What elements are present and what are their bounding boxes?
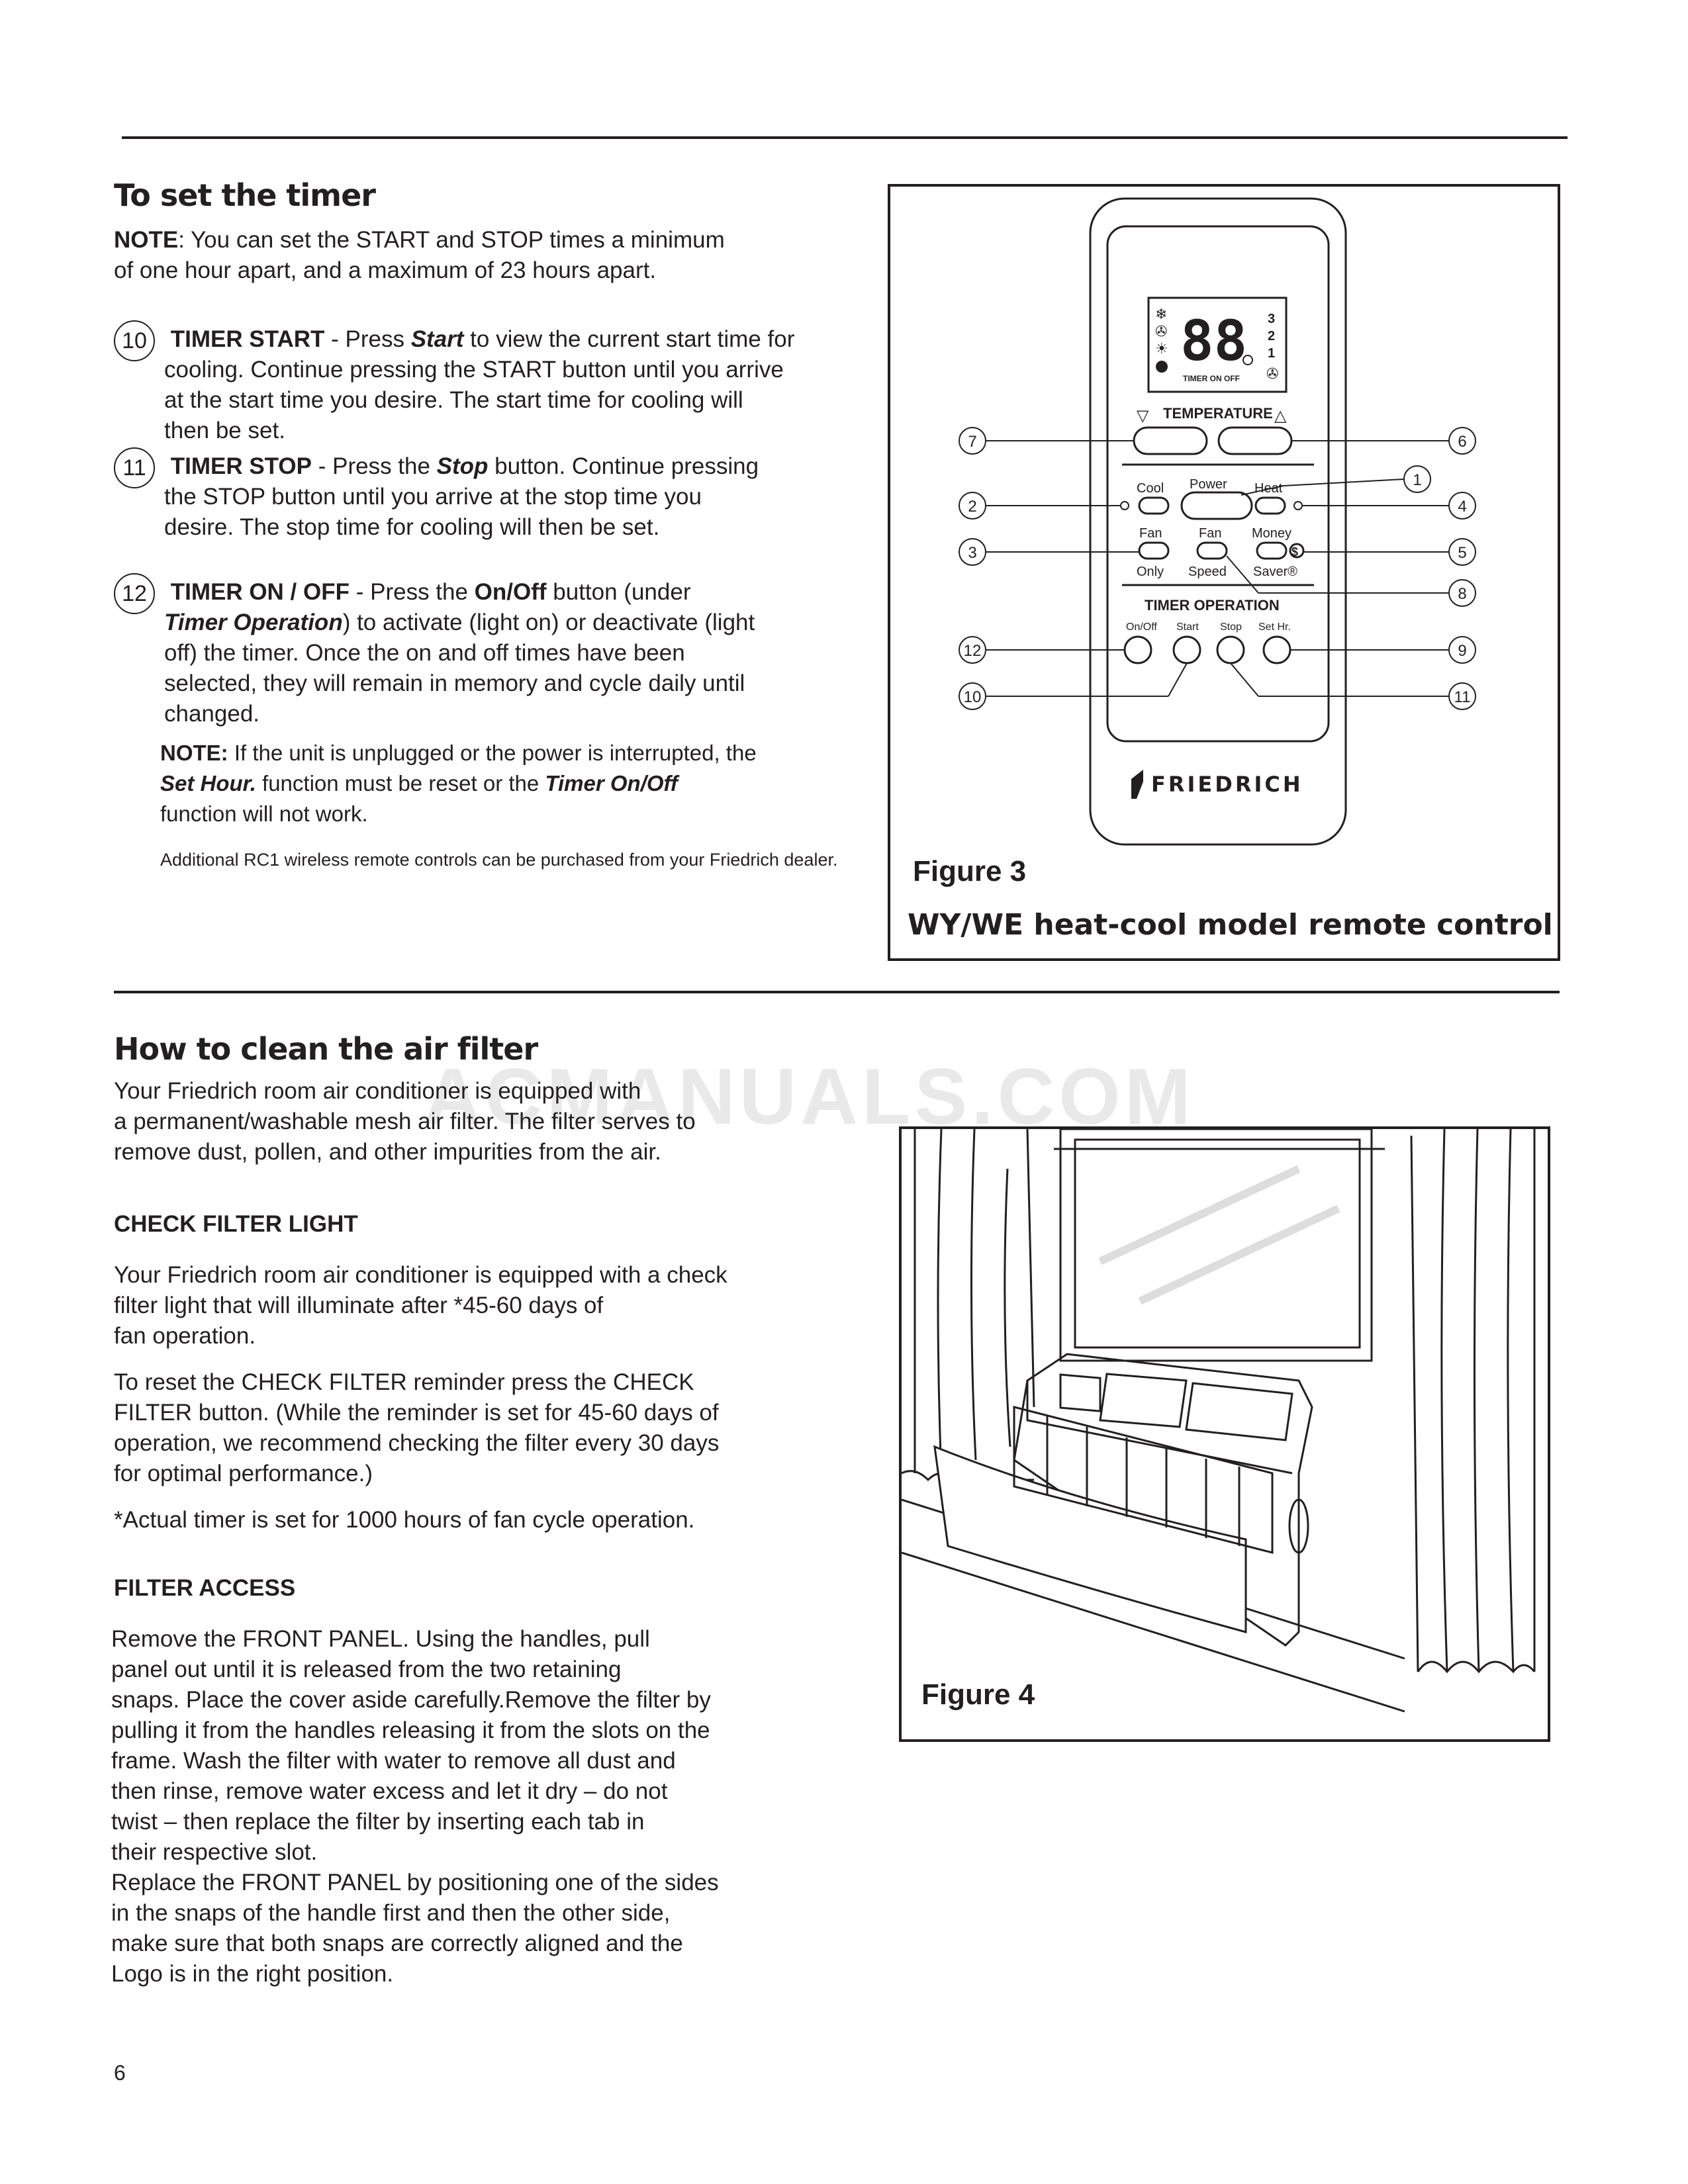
note2-line3: function will not work. <box>160 801 368 826</box>
callout-12: 12 <box>964 642 982 660</box>
svg-text:Fan: Fan <box>1139 526 1162 541</box>
callout-11-badge: 11 <box>114 447 155 488</box>
timer-stop-line: desire. The stop time for cooling will t… <box>164 514 660 540</box>
temperature-label: TEMPERATURE <box>1163 405 1273 422</box>
stop-button-ref: Stop <box>436 453 489 479</box>
timer-heading: To set the timer <box>114 177 376 213</box>
callout-6: 6 <box>1458 433 1466 451</box>
callout-9: 9 <box>1458 642 1466 660</box>
remote-control-illustration: ❄ ✇ ☀ 88 3 2 1 TIMER ON OFF ✇ ▽ TEMPERAT… <box>959 197 1476 846</box>
note2-label: NOTE: <box>160 741 228 765</box>
svg-text:Power: Power <box>1190 477 1227 492</box>
timer-stop-intro: - Press the <box>312 453 437 479</box>
callout-10: 10 <box>964 688 982 706</box>
svg-text:TIMER ON OFF: TIMER ON OFF <box>1183 374 1240 383</box>
timer-onoff-line2: ) to activate (light on) or deactivate (… <box>342 610 755 635</box>
timer-start-intro: - Press <box>324 326 411 352</box>
callout-5: 5 <box>1458 544 1466 562</box>
timer-start-line: at the start time you desire. The start … <box>164 387 743 413</box>
timer-onoff-line: selected, they will remain in memory and… <box>164 670 745 696</box>
timer-onoff-item: TIMER ON / OFF - Press the On/Off button… <box>164 577 755 729</box>
figure-3-label: Figure 3 <box>913 855 1027 887</box>
additional-remotes-note: Additional RC1 wireless remote controls … <box>160 850 838 870</box>
svg-text:Speed: Speed <box>1188 565 1227 579</box>
timer-onoff-rest: button (under <box>546 579 691 605</box>
svg-text:Start: Start <box>1176 621 1199 633</box>
timer-onoff-intro: - Press the <box>350 579 475 605</box>
display-digits: 88 <box>1180 308 1247 373</box>
note-line2: of one hour apart, and a maximum of 23 h… <box>114 257 657 283</box>
filter-access-paragraph: Remove the FRONT PANEL. Using the handle… <box>111 1626 719 1987</box>
timer-operation-ref: Timer Operation <box>164 610 343 635</box>
note2-line1: If the unit is unplugged or the power is… <box>228 741 757 765</box>
onoff-button-ref: On/Off <box>474 579 547 605</box>
svg-text:Saver®: Saver® <box>1253 565 1297 579</box>
svg-text:On/Off: On/Off <box>1126 621 1157 633</box>
timer-note2: NOTE: If the unit is unplugged or the po… <box>160 738 757 829</box>
callout-8: 8 <box>1458 585 1466 603</box>
figure-3-frame: ❄ ✇ ☀ 88 3 2 1 TIMER ON OFF ✇ ▽ TEMPERAT… <box>888 184 1560 961</box>
callout-4: 4 <box>1458 498 1466 516</box>
svg-text:Cool: Cool <box>1137 481 1164 496</box>
svg-text:✇: ✇ <box>1155 324 1167 340</box>
timer-start-line: then be set. <box>164 418 285 443</box>
timer-start-rest: to view the current start time for <box>463 326 795 352</box>
svg-text:△: △ <box>1274 406 1287 425</box>
set-hour-ref: Set Hour. <box>160 771 256 796</box>
svg-text:Only: Only <box>1137 565 1164 579</box>
air-conditioner-illustration <box>902 1129 1536 1713</box>
filter-intro: Your Friedrich room air conditioner is e… <box>114 1078 696 1165</box>
svg-text:1: 1 <box>1268 346 1275 361</box>
figure-4-label: Figure 4 <box>921 1678 1035 1711</box>
check-filter-p2: To reset the CHECK FILTER reminder press… <box>114 1369 720 1486</box>
timer-start-line: cooling. Continue pressing the START but… <box>164 357 784 383</box>
svg-text:Fan: Fan <box>1199 526 1221 541</box>
svg-text:$: $ <box>1291 545 1298 559</box>
svg-text:Set Hr.: Set Hr. <box>1258 621 1291 633</box>
svg-text:✇: ✇ <box>1266 366 1278 383</box>
svg-text:❄: ❄ <box>1155 306 1167 323</box>
note-label: NOTE <box>114 227 179 253</box>
middle-rule <box>114 991 1560 993</box>
timer-onoff-line: changed. <box>164 701 260 727</box>
timer-onoff-ref: Timer On/Off <box>545 771 678 796</box>
svg-text:2: 2 <box>1268 329 1275 343</box>
svg-text:☀: ☀ <box>1155 341 1168 357</box>
check-filter-p3: *Actual timer is set for 1000 hours of f… <box>114 1507 695 1533</box>
svg-text:▽: ▽ <box>1137 406 1149 425</box>
timer-operation-label: TIMER OPERATION <box>1145 597 1280 614</box>
callout-3: 3 <box>968 544 976 562</box>
callout-1: 1 <box>1413 471 1421 489</box>
svg-text:Money: Money <box>1252 526 1291 541</box>
timer-stop-rest: button. Continue pressing <box>488 453 759 479</box>
timer-onoff-line: off) the timer. Once the on and off time… <box>164 640 685 666</box>
top-rule <box>122 136 1568 139</box>
brand-logo-text: FRIEDRICH <box>1151 772 1303 797</box>
timer-start-item: TIMER START - Press Start to view the cu… <box>164 324 794 446</box>
timer-stop-item: TIMER STOP - Press the Stop button. Cont… <box>164 451 759 543</box>
callout-10-badge: 10 <box>114 320 155 361</box>
figure-4-frame: Figure 4 <box>899 1126 1550 1742</box>
filter-heading: How to clean the air filter <box>114 1031 538 1067</box>
page-number: 6 <box>114 2061 126 2085</box>
timer-onoff-title: TIMER ON / OFF <box>170 579 350 605</box>
svg-text:3: 3 <box>1268 312 1275 326</box>
note2-mid: function must be reset or the <box>256 771 545 796</box>
timer-note: NOTE: You can set the START and STOP tim… <box>114 225 725 286</box>
callout-12-badge: 12 <box>114 573 155 614</box>
callout-11: 11 <box>1454 688 1471 706</box>
check-filter-p1: Your Friedrich room air conditioner is e… <box>114 1262 727 1349</box>
timer-stop-line: the STOP button until you arrive at the … <box>164 484 702 510</box>
start-button-ref: Start <box>410 326 464 352</box>
filter-access-heading: FILTER ACCESS <box>114 1575 296 1601</box>
timer-start-title: TIMER START <box>170 326 325 352</box>
callout-2: 2 <box>968 498 976 516</box>
svg-text:Stop: Stop <box>1220 621 1242 633</box>
watermark: ACMANUALS.COM <box>424 1052 1195 1141</box>
timer-stop-title: TIMER STOP <box>170 453 312 479</box>
figure-3-caption: WY/WE heat-cool model remote control <box>908 908 1553 942</box>
check-filter-heading: CHECK FILTER LIGHT <box>114 1211 358 1237</box>
callout-7: 7 <box>968 433 976 451</box>
note-line1: : You can set the START and STOP times a… <box>178 227 725 253</box>
